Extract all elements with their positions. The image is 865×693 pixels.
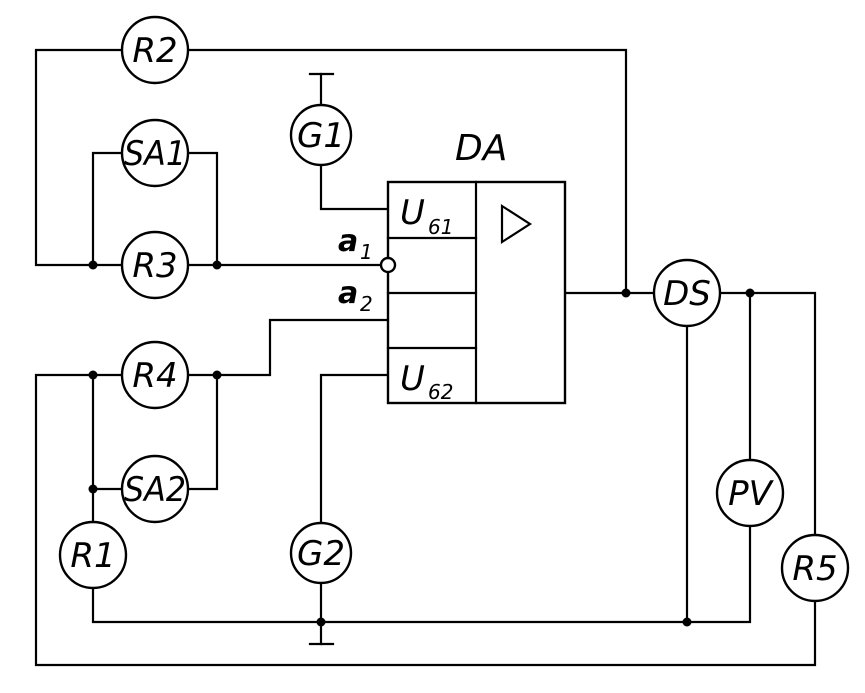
junction-dot bbox=[88, 484, 98, 494]
component-g2-label: G2 bbox=[297, 534, 345, 574]
component-r4: R4 bbox=[120, 340, 190, 410]
component-g2-circle bbox=[289, 521, 353, 585]
component-r5-label: R5 bbox=[792, 549, 837, 589]
junction-dot bbox=[745, 288, 755, 298]
junction-dot bbox=[88, 370, 98, 380]
component-r2-label: R2 bbox=[132, 31, 177, 71]
da-amplifier: DA U 61 U 62 a 1 a 2 bbox=[338, 128, 567, 405]
junction-dot bbox=[316, 617, 326, 627]
component-sa1-label: SA1 bbox=[124, 134, 186, 174]
component-r3-label: R3 bbox=[132, 246, 177, 286]
junction-dot bbox=[212, 260, 222, 270]
component-r5-circle bbox=[780, 533, 850, 603]
component-g1-circle bbox=[289, 103, 353, 167]
component-pv: PV bbox=[715, 458, 785, 528]
component-r1-label: R1 bbox=[70, 536, 115, 576]
component-r2: R2 bbox=[120, 15, 190, 85]
inverting-input-circle bbox=[379, 256, 397, 274]
pin-u1-sub: 61 bbox=[428, 215, 453, 239]
component-sa2-label: SA2 bbox=[124, 470, 186, 510]
amplifier-triangle-icon bbox=[500, 203, 533, 245]
component-ds-label: DS bbox=[663, 274, 711, 314]
component-r4-circle bbox=[120, 340, 190, 410]
input-a1-sub: 1 bbox=[360, 240, 373, 264]
component-r1-circle bbox=[58, 520, 128, 590]
junction-dot bbox=[682, 617, 692, 627]
component-sa2-circle bbox=[120, 454, 190, 524]
component-r2-circle bbox=[120, 15, 190, 85]
wire-g2-top bbox=[319, 373, 390, 529]
wire-g1-to-da bbox=[319, 158, 390, 211]
junctions bbox=[88, 260, 755, 627]
component-g2: G2 bbox=[289, 521, 353, 585]
component-sa1: SA1 bbox=[120, 118, 190, 188]
wire-sa1-left bbox=[91, 151, 124, 267]
wire-sa1-right bbox=[186, 151, 219, 267]
pin-u1-label: U bbox=[400, 193, 425, 233]
component-g1: G1 bbox=[289, 103, 353, 167]
da-title: DA bbox=[455, 128, 507, 169]
component-r5: R5 bbox=[780, 533, 850, 603]
component-sa1-circle bbox=[120, 118, 190, 188]
component-ds: DS bbox=[652, 258, 722, 328]
input-a2-label: a bbox=[338, 276, 358, 311]
wire-r2-left bbox=[34, 48, 124, 267]
wire-r4-left bbox=[34, 373, 817, 667]
junction-dot bbox=[212, 370, 222, 380]
component-sa2: SA2 bbox=[120, 454, 190, 524]
component-g1-label: G1 bbox=[297, 116, 345, 156]
component-r4-label: R4 bbox=[132, 356, 177, 396]
input-a2-sub: 2 bbox=[360, 292, 373, 316]
wire-a2 bbox=[215, 318, 390, 377]
component-pv-label: PV bbox=[728, 474, 775, 514]
component-r3-circle bbox=[120, 230, 190, 300]
wire-r4-right bbox=[186, 373, 219, 491]
input-a1-label: a bbox=[338, 224, 358, 259]
component-r3: R3 bbox=[120, 230, 190, 300]
wire-r2-right bbox=[186, 48, 628, 295]
pin-u2-label: U bbox=[400, 359, 425, 399]
component-r1: R1 bbox=[58, 520, 128, 590]
wire-r1-bottom bbox=[91, 520, 752, 624]
pin-u2-sub: 62 bbox=[428, 380, 453, 404]
component-pv-circle bbox=[715, 458, 785, 528]
junction-dot bbox=[621, 288, 631, 298]
junction-dot bbox=[88, 260, 98, 270]
component-ds-circle bbox=[652, 258, 722, 328]
